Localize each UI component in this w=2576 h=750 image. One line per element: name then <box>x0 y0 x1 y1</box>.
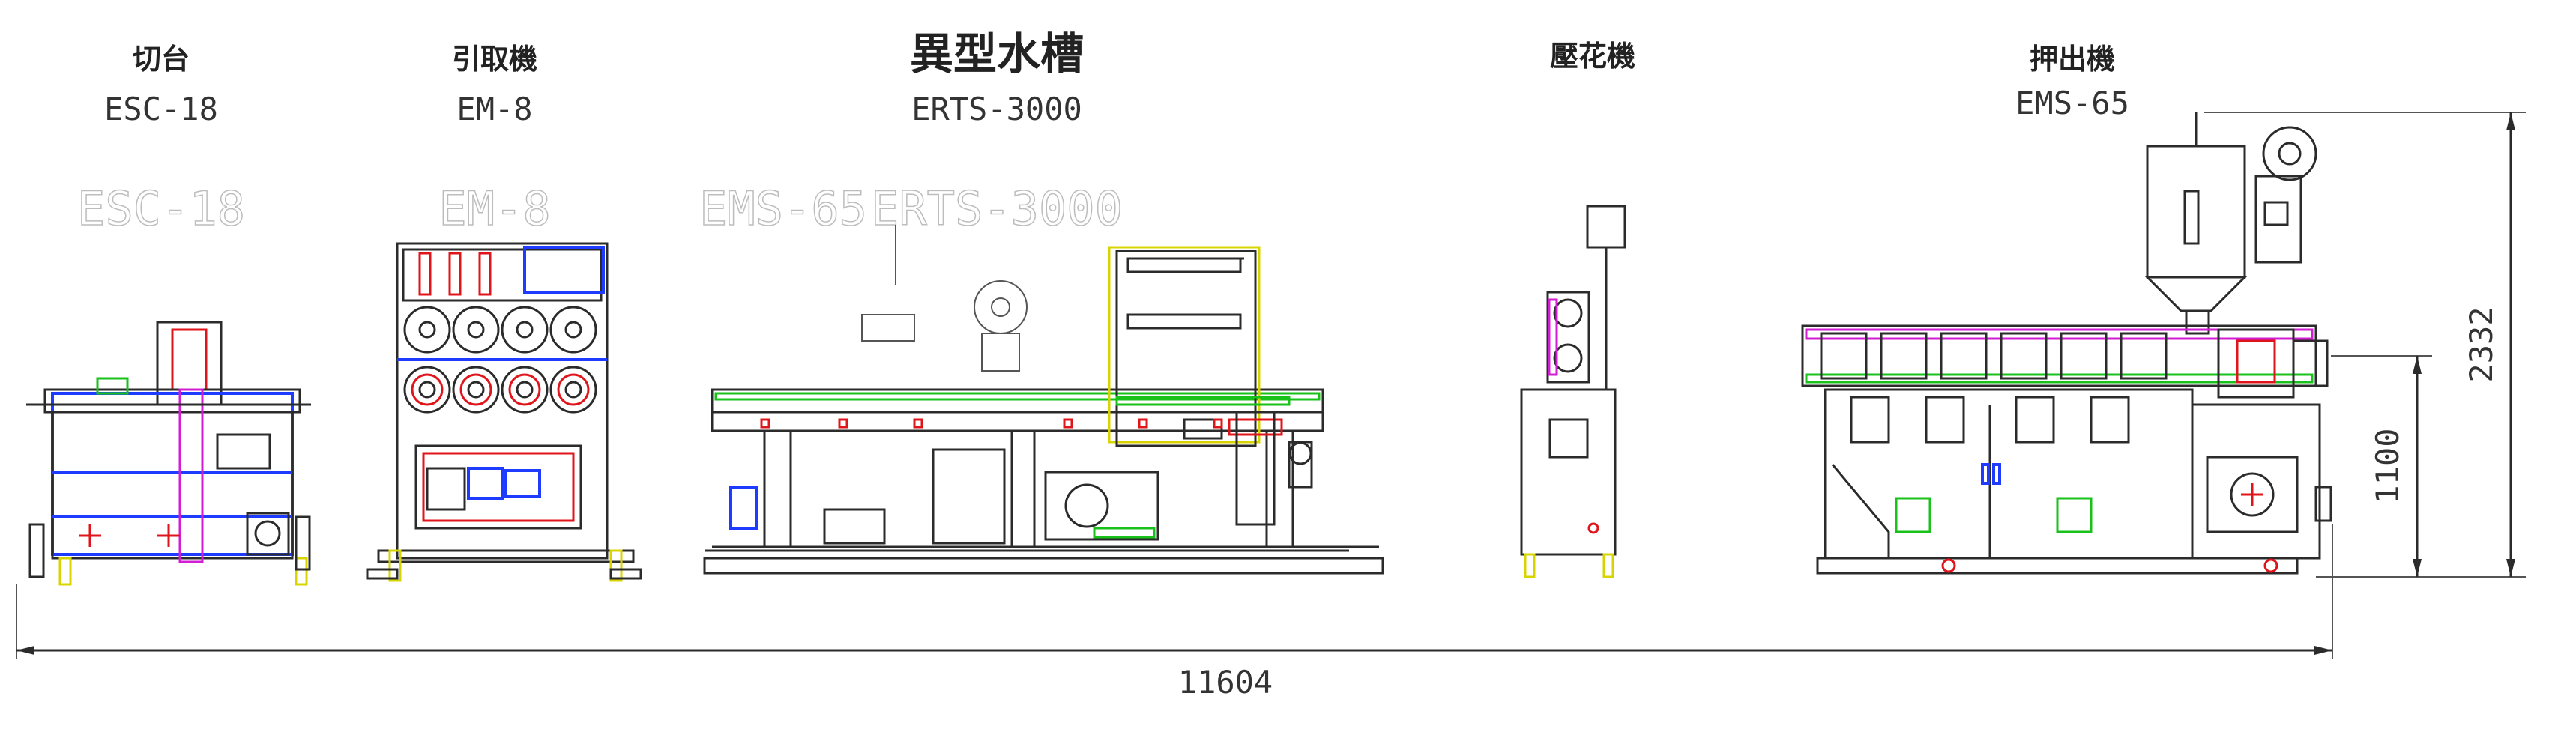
extruder-title: 押出機 <box>2030 43 2115 76</box>
svg-text:ERTS-3000: ERTS-3000 <box>871 181 1123 236</box>
ghost-text: ESC-18 EM-8 EMS-65 ERTS-3000 <box>76 181 1123 237</box>
tank-model: ERTS-3000 <box>911 91 1082 127</box>
tank-title: 異型水槽 <box>910 28 1084 79</box>
center-height-label: 1100 <box>2369 428 2406 503</box>
hauloff-title: 引取機 <box>452 43 537 76</box>
extruder-model: EMS-65 <box>2015 85 2129 121</box>
hauloff-model: EM-8 <box>456 91 532 127</box>
svg-text:EMS-65: EMS-65 <box>699 181 867 236</box>
total-height-label: 2332 <box>2463 306 2500 382</box>
cutter-machine <box>26 321 311 586</box>
cutter-model: ESC-18 <box>104 91 218 127</box>
embosser-machine <box>1520 205 1626 578</box>
svg-text:ESC-18: ESC-18 <box>77 181 245 236</box>
dimension-labels: 11604 2332 1100 <box>1178 306 2500 701</box>
machine-labels: 切台 ESC-18 引取機 EM-8 異型水槽 ERTS-3000 壓花機 押出… <box>104 28 2129 127</box>
embosser-title: 壓花機 <box>1550 40 1635 73</box>
hauloff-machine <box>366 242 642 582</box>
cutter-title: 切台 <box>133 43 190 76</box>
dimension-lines <box>16 112 2526 659</box>
water-tank-machine <box>703 225 1384 575</box>
svg-text:EM-8: EM-8 <box>438 181 550 236</box>
extruder-machine <box>1801 112 2332 575</box>
total-length-label: 11604 <box>1178 664 1273 701</box>
